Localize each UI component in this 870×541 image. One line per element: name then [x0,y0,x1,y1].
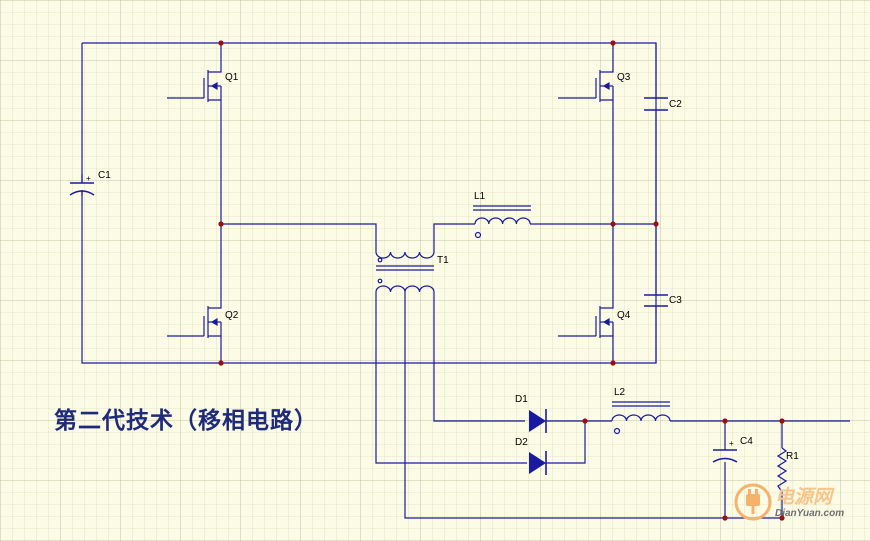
capacitor-c3 [644,294,668,307]
inductor-l1 [473,205,531,239]
label-c2: C2 [669,99,682,110]
label-q4: Q4 [617,310,631,321]
mosfet-q1 [203,70,222,102]
watermark-brand: 电源网 [775,486,833,508]
label-c1: C1 [98,170,111,181]
label-d1: D1 [515,394,528,405]
polarity-c4: + [729,439,734,448]
mosfet-q4 [595,305,614,338]
label-l2: L2 [614,387,626,398]
label-q3: Q3 [617,72,631,83]
watermark-site: DianYuan.com [775,508,845,519]
watermark-logo: 电源网 DianYuan.com [733,478,868,526]
junction-dots [218,40,785,521]
polarity-c1: + [86,174,91,183]
wires [81,42,850,519]
capacitor-c2 [644,97,668,111]
capacitor-c1 [69,174,95,196]
diode-d1 [529,409,547,433]
label-q1: Q1 [225,72,239,83]
label-r1: R1 [786,451,799,462]
label-d2: D2 [515,437,528,448]
label-l1: L1 [474,191,486,202]
transformer-t1 [375,251,435,293]
label-c4: C4 [740,436,753,447]
label-t1: T1 [437,255,449,266]
plug-icon [734,483,772,521]
mosfet-q2 [203,305,222,338]
mosfet-q3 [595,70,614,102]
diagram-title: 第二代技术（移相电路） [54,408,318,434]
diode-d2 [529,451,547,475]
label-q2: Q2 [225,310,239,321]
label-c3: C3 [669,295,682,306]
capacitor-c4 [712,449,738,463]
resistor-r1 [776,447,788,493]
inductor-l2 [611,401,671,435]
